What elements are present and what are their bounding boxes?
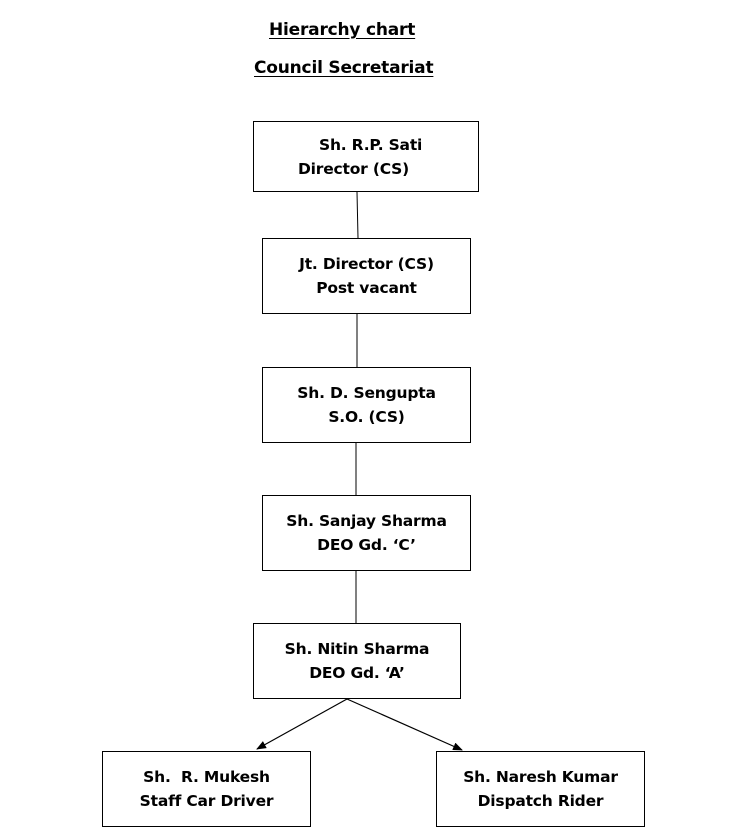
arrow-deoa-rider	[346, 698, 463, 751]
node-jt-director-role: Post vacant	[316, 279, 417, 297]
node-deo-c: Sh. Sanjay Sharma DEO Gd. ‘C’	[262, 495, 471, 571]
node-dispatch-rider-name: Sh. Naresh Kumar	[463, 768, 618, 786]
node-director-name: Sh. R.P. Sati	[319, 135, 423, 154]
connector-director-jtdirector	[356, 191, 359, 239]
node-director: Sh. R.P. Sati Director (CS)	[253, 121, 479, 192]
arrow-deoa-driver	[256, 698, 348, 750]
node-staff-car-driver: Sh. R. Mukesh Staff Car Driver	[102, 751, 311, 827]
node-director-role: Director (CS)	[298, 159, 410, 178]
node-dispatch-rider: Sh. Naresh Kumar Dispatch Rider	[436, 751, 645, 827]
node-section-officer: Sh. D. Sengupta S.O. (CS)	[262, 367, 471, 443]
node-staff-car-driver-role: Staff Car Driver	[139, 792, 274, 810]
chart-title: Hierarchy chart	[269, 20, 416, 40]
chart-subtitle: Council Secretariat	[254, 58, 434, 78]
node-staff-car-driver-name: Sh. R. Mukesh	[143, 768, 270, 786]
node-dispatch-rider-role: Dispatch Rider	[477, 792, 604, 810]
node-deo-c-name: Sh. Sanjay Sharma	[286, 512, 447, 530]
node-section-officer-role: S.O. (CS)	[328, 408, 405, 426]
node-jt-director-name: Jt. Director (CS)	[299, 255, 434, 273]
node-section-officer-name: Sh. D. Sengupta	[297, 384, 436, 402]
node-deo-a-name: Sh. Nitin Sharma	[284, 640, 430, 658]
node-deo-a-role: DEO Gd. ‘A’	[309, 664, 405, 682]
node-jt-director: Jt. Director (CS) Post vacant	[262, 238, 471, 314]
node-deo-c-role: DEO Gd. ‘C’	[317, 536, 416, 554]
node-deo-a: Sh. Nitin Sharma DEO Gd. ‘A’	[253, 623, 461, 699]
